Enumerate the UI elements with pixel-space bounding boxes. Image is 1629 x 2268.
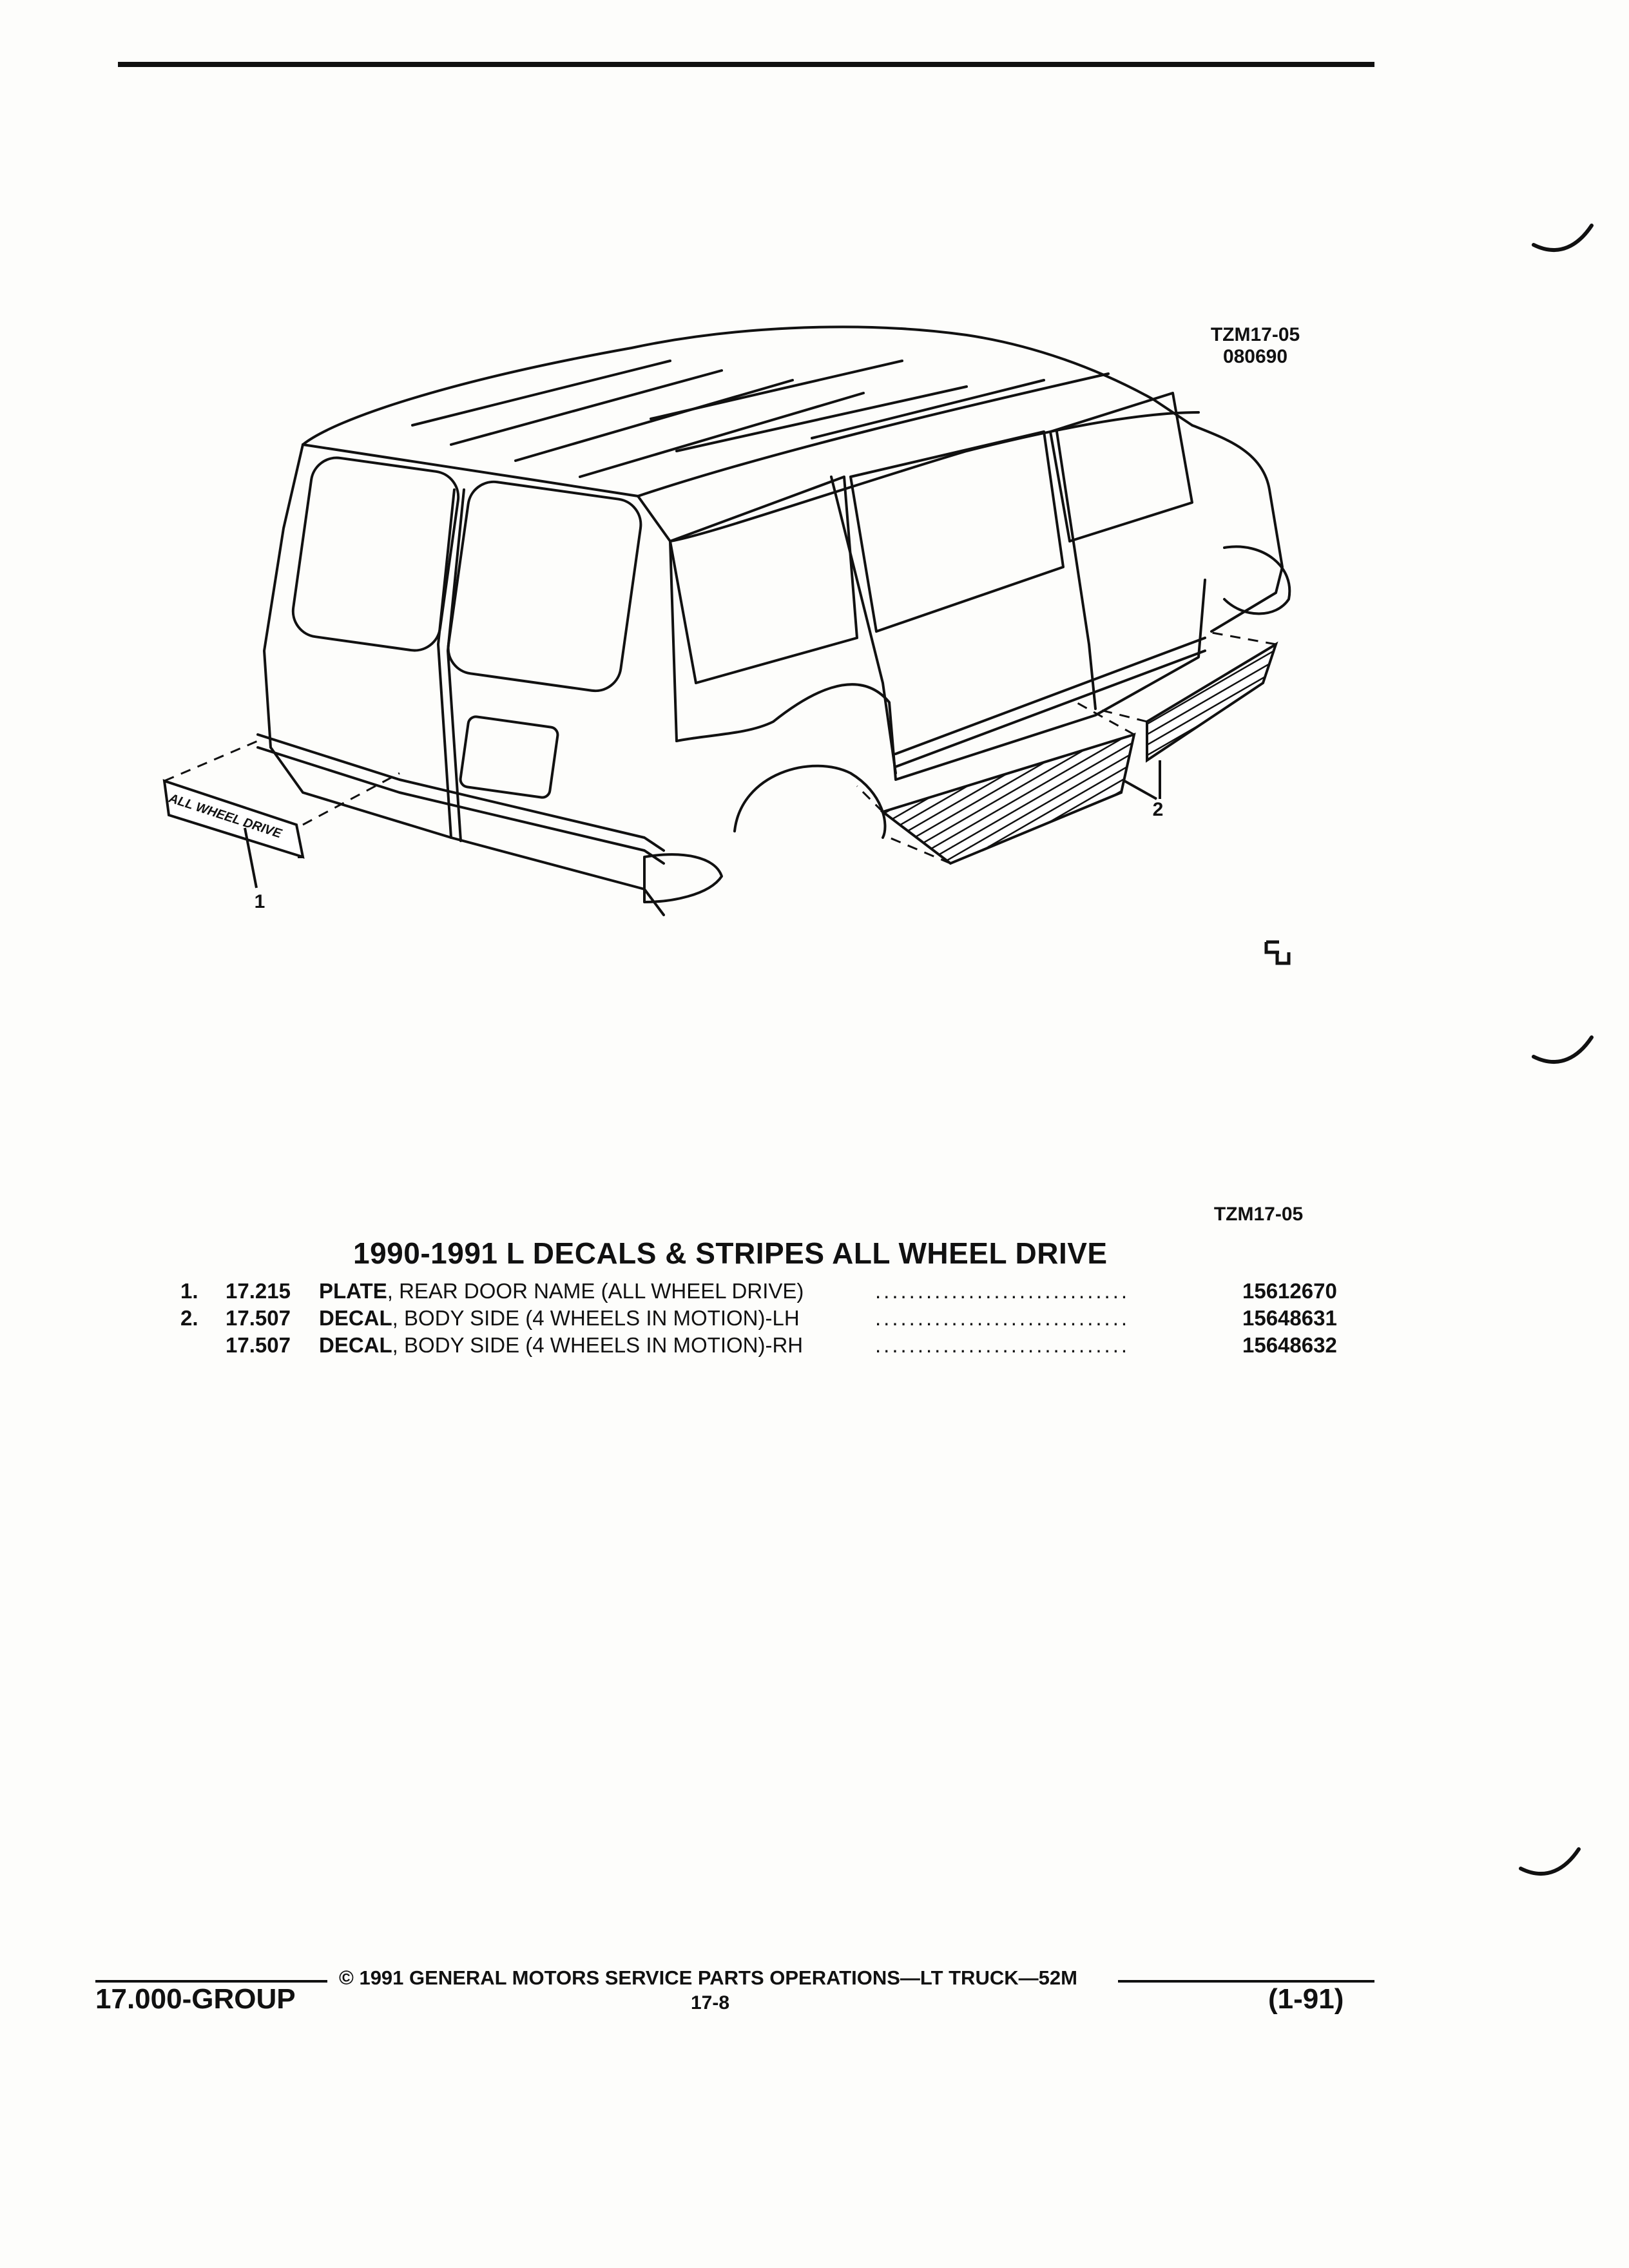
part-row: 17.507 DECAL, BODY SIDE (4 WHEELS IN MOT… <box>180 1332 1366 1359</box>
body-side-decal-lh <box>880 733 1136 865</box>
part-group-code: 17.507 <box>226 1333 291 1357</box>
leader-dots: .............................. <box>875 1279 1130 1303</box>
license-recess <box>459 715 559 799</box>
footer-page-number: 17-8 <box>691 1992 730 2013</box>
part-item-number: 1. <box>180 1279 198 1303</box>
side-window-1 <box>669 476 858 684</box>
side-body <box>669 411 1200 543</box>
part-description: DECAL, BODY SIDE (4 WHEELS IN MOTION)-RH <box>319 1333 804 1357</box>
footer-group: 17.000-GROUP <box>95 1983 296 2015</box>
parts-list: 1. 17.215 PLATE, REAR DOOR NAME (ALL WHE… <box>180 1278 1366 1359</box>
section-ref-code: TZM17-05 <box>1213 1204 1304 1225</box>
side-window-3 <box>1049 392 1193 543</box>
margin-marks <box>1519 224 1594 1876</box>
part-row: 2. 17.507 DECAL, BODY SIDE (4 WHEELS IN … <box>180 1305 1366 1332</box>
footer-rule-left <box>95 1980 327 1983</box>
side-window-2 <box>849 430 1065 633</box>
part-number: 15648631 <box>1242 1306 1337 1330</box>
rear-window-left <box>291 456 460 652</box>
leader-dots: .............................. <box>875 1306 1130 1330</box>
roof-outline <box>302 325 1193 446</box>
rear-stripe <box>256 733 665 852</box>
part-description: PLATE, REAR DOOR NAME (ALL WHEEL DRIVE) <box>319 1279 804 1303</box>
part-number: 15648632 <box>1242 1333 1337 1357</box>
footer-date-code: (1-91) <box>1268 1983 1344 2015</box>
figure-ref-code: TZM17-05 <box>1210 324 1300 345</box>
part-group-code: 17.507 <box>226 1306 291 1330</box>
van-illustration <box>162 325 1291 965</box>
leader-dots: .............................. <box>875 1333 1130 1357</box>
part-description: DECAL, BODY SIDE (4 WHEELS IN MOTION)-LH <box>319 1306 800 1330</box>
part-group-code: 17.215 <box>226 1279 291 1303</box>
callout-1: 1 <box>254 891 265 912</box>
rear-body <box>263 443 665 916</box>
top-rule <box>118 62 1374 67</box>
part-number: 15612670 <box>1242 1279 1337 1303</box>
callout-2: 2 <box>1152 799 1164 820</box>
footer-copyright: © 1991 GENERAL MOTORS SERVICE PARTS OPER… <box>339 1966 1077 1989</box>
footer-rule-right <box>1118 1980 1374 1983</box>
rear-wheel-arch <box>733 764 887 839</box>
part-item-number: 2. <box>180 1306 198 1330</box>
gm-logo-mark <box>1264 940 1291 965</box>
body-side-decal-rh <box>1146 641 1278 763</box>
part-row: 1. 17.215 PLATE, REAR DOOR NAME (ALL WHE… <box>180 1278 1366 1305</box>
rear-window-right <box>447 480 642 693</box>
section-title: 1990-1991 L DECALS & STRIPES ALL WHEEL D… <box>353 1236 1108 1270</box>
side-stripe <box>894 637 1206 755</box>
figure-ref-date: 080690 <box>1222 346 1288 367</box>
